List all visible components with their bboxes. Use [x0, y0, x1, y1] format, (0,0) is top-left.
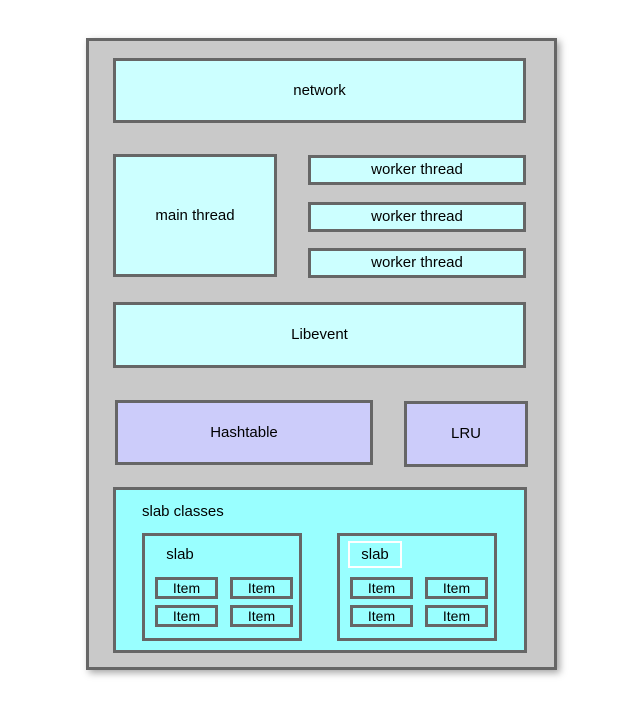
slab-label: slab: [166, 545, 194, 563]
network-box: network: [113, 58, 526, 123]
item-box: Item: [350, 577, 413, 599]
item-label: Item: [367, 580, 396, 596]
worker-thread-label: worker thread: [371, 161, 463, 178]
hashtable-box: Hashtable: [115, 400, 373, 465]
slab-box-2: slab Item Item Item Item: [337, 533, 497, 641]
item-label: Item: [172, 608, 201, 624]
main-thread-label: main thread: [155, 206, 235, 224]
item-label: Item: [367, 608, 396, 624]
main-thread-box: main thread: [113, 154, 277, 277]
network-label: network: [293, 81, 346, 99]
worker-thread-box-1: worker thread: [308, 155, 526, 185]
slab-label: slab: [361, 545, 389, 563]
libevent-label: Libevent: [291, 326, 348, 343]
slab-box-1: slab Item Item Item Item: [142, 533, 302, 641]
slab-label-highlight-box: slab: [348, 541, 402, 568]
slab-classes-panel: slab classes slab Item Item Item Item: [113, 487, 527, 653]
item-box: Item: [425, 605, 488, 627]
slab-classes-label: slab classes: [142, 503, 224, 520]
item-box: Item: [425, 577, 488, 599]
slab-label-box: slab: [153, 541, 207, 568]
worker-thread-label: worker thread: [371, 254, 463, 271]
item-label: Item: [442, 580, 471, 596]
libevent-box: Libevent: [113, 302, 526, 368]
hashtable-label: Hashtable: [210, 423, 278, 441]
item-label: Item: [442, 608, 471, 624]
item-box: Item: [230, 605, 293, 627]
worker-thread-label: worker thread: [371, 208, 463, 225]
outer-container: network main thread worker thread worker…: [86, 38, 557, 670]
lru-box: LRU: [404, 401, 528, 467]
item-label: Item: [247, 580, 276, 596]
item-label: Item: [247, 608, 276, 624]
lru-label: LRU: [450, 425, 481, 442]
worker-thread-box-2: worker thread: [308, 202, 526, 232]
item-box: Item: [155, 605, 218, 627]
item-box: Item: [230, 577, 293, 599]
item-box: Item: [350, 605, 413, 627]
worker-thread-box-3: worker thread: [308, 248, 526, 278]
item-label: Item: [172, 580, 201, 596]
item-box: Item: [155, 577, 218, 599]
